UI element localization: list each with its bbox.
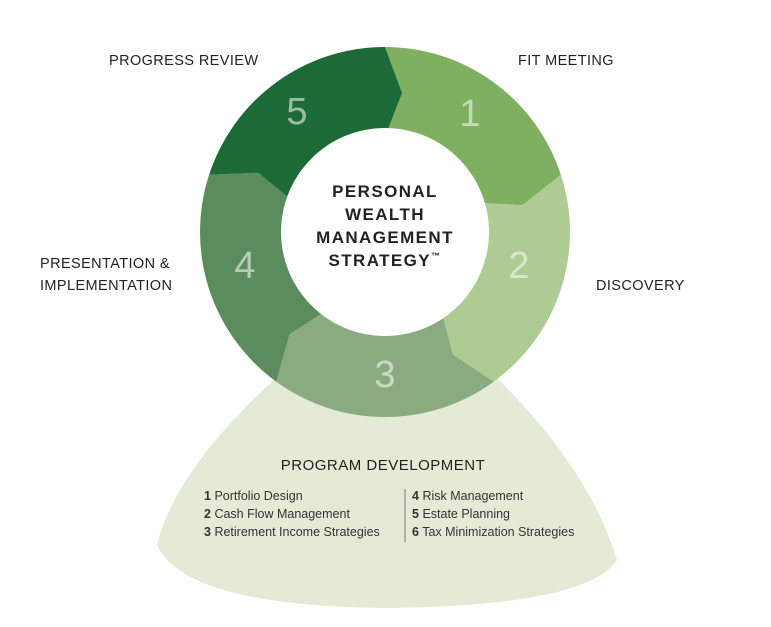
step-label-progress-review: PROGRESS REVIEW	[109, 53, 258, 69]
center-title-line-4: STRATEGY™	[329, 251, 442, 270]
panel-item-3-text: Retirement Income Strategies	[214, 525, 379, 539]
center-title-strategy: STRATEGY	[329, 251, 432, 270]
step-label-discovery: DISCOVERY	[596, 278, 685, 294]
panel-item-4-num: 4	[412, 489, 419, 503]
trademark-symbol: ™	[431, 251, 441, 261]
step-label-fit-meeting: FIT MEETING	[518, 53, 614, 69]
ring-segment-progress-review	[209, 47, 403, 203]
center-hole	[281, 128, 489, 336]
panel-item-3-num: 3	[204, 525, 211, 539]
panel-item-4-text: Risk Management	[422, 489, 523, 503]
panel-item-6-text: Tax Minimization Strategies	[422, 525, 574, 539]
panel-item-6-num: 6	[412, 525, 419, 539]
ring-segment-discovery	[440, 174, 570, 382]
ring-segment-fit-meeting	[385, 47, 561, 206]
ring-segment-presentation-implementation	[200, 172, 330, 382]
panel-item-3: 3 Retirement Income Strategies	[204, 525, 380, 539]
panel-item-2-text: Cash Flow Management	[214, 507, 350, 521]
panel-item-1: 1 Portfolio Design	[204, 489, 303, 503]
panel-item-5: 5 Estate Planning	[412, 507, 510, 521]
step-number-2: 2	[508, 245, 529, 287]
panel-title: PROGRAM DEVELOPMENT	[281, 457, 486, 474]
center-title-line-2: WEALTH	[345, 205, 425, 224]
center-title-line-1: PERSONAL	[332, 182, 438, 201]
panel-item-5-text: Estate Planning	[422, 507, 510, 521]
cycle-ring	[200, 47, 570, 418]
panel-item-5-num: 5	[412, 507, 419, 521]
panel-item-4: 4 Risk Management	[412, 489, 524, 503]
center-title-line-3: MANAGEMENT	[316, 228, 454, 247]
step-number-5: 5	[286, 91, 307, 133]
step-number-1: 1	[459, 93, 480, 135]
program-development-panel	[157, 378, 617, 608]
step-label-presentation-line-1: PRESENTATION &	[40, 256, 170, 272]
panel-item-6: 6 Tax Minimization Strategies	[412, 525, 574, 539]
ring-segment-program-development	[276, 308, 494, 418]
step-number-4: 4	[234, 245, 255, 287]
panel-item-1-num: 1	[204, 489, 211, 503]
panel-item-1-text: Portfolio Design	[214, 489, 302, 503]
panel-item-2-num: 2	[204, 507, 211, 521]
step-number-3: 3	[374, 354, 395, 396]
step-label-presentation-line-2: IMPLEMENTATION	[40, 278, 172, 294]
panel-item-2: 2 Cash Flow Management	[204, 507, 350, 521]
